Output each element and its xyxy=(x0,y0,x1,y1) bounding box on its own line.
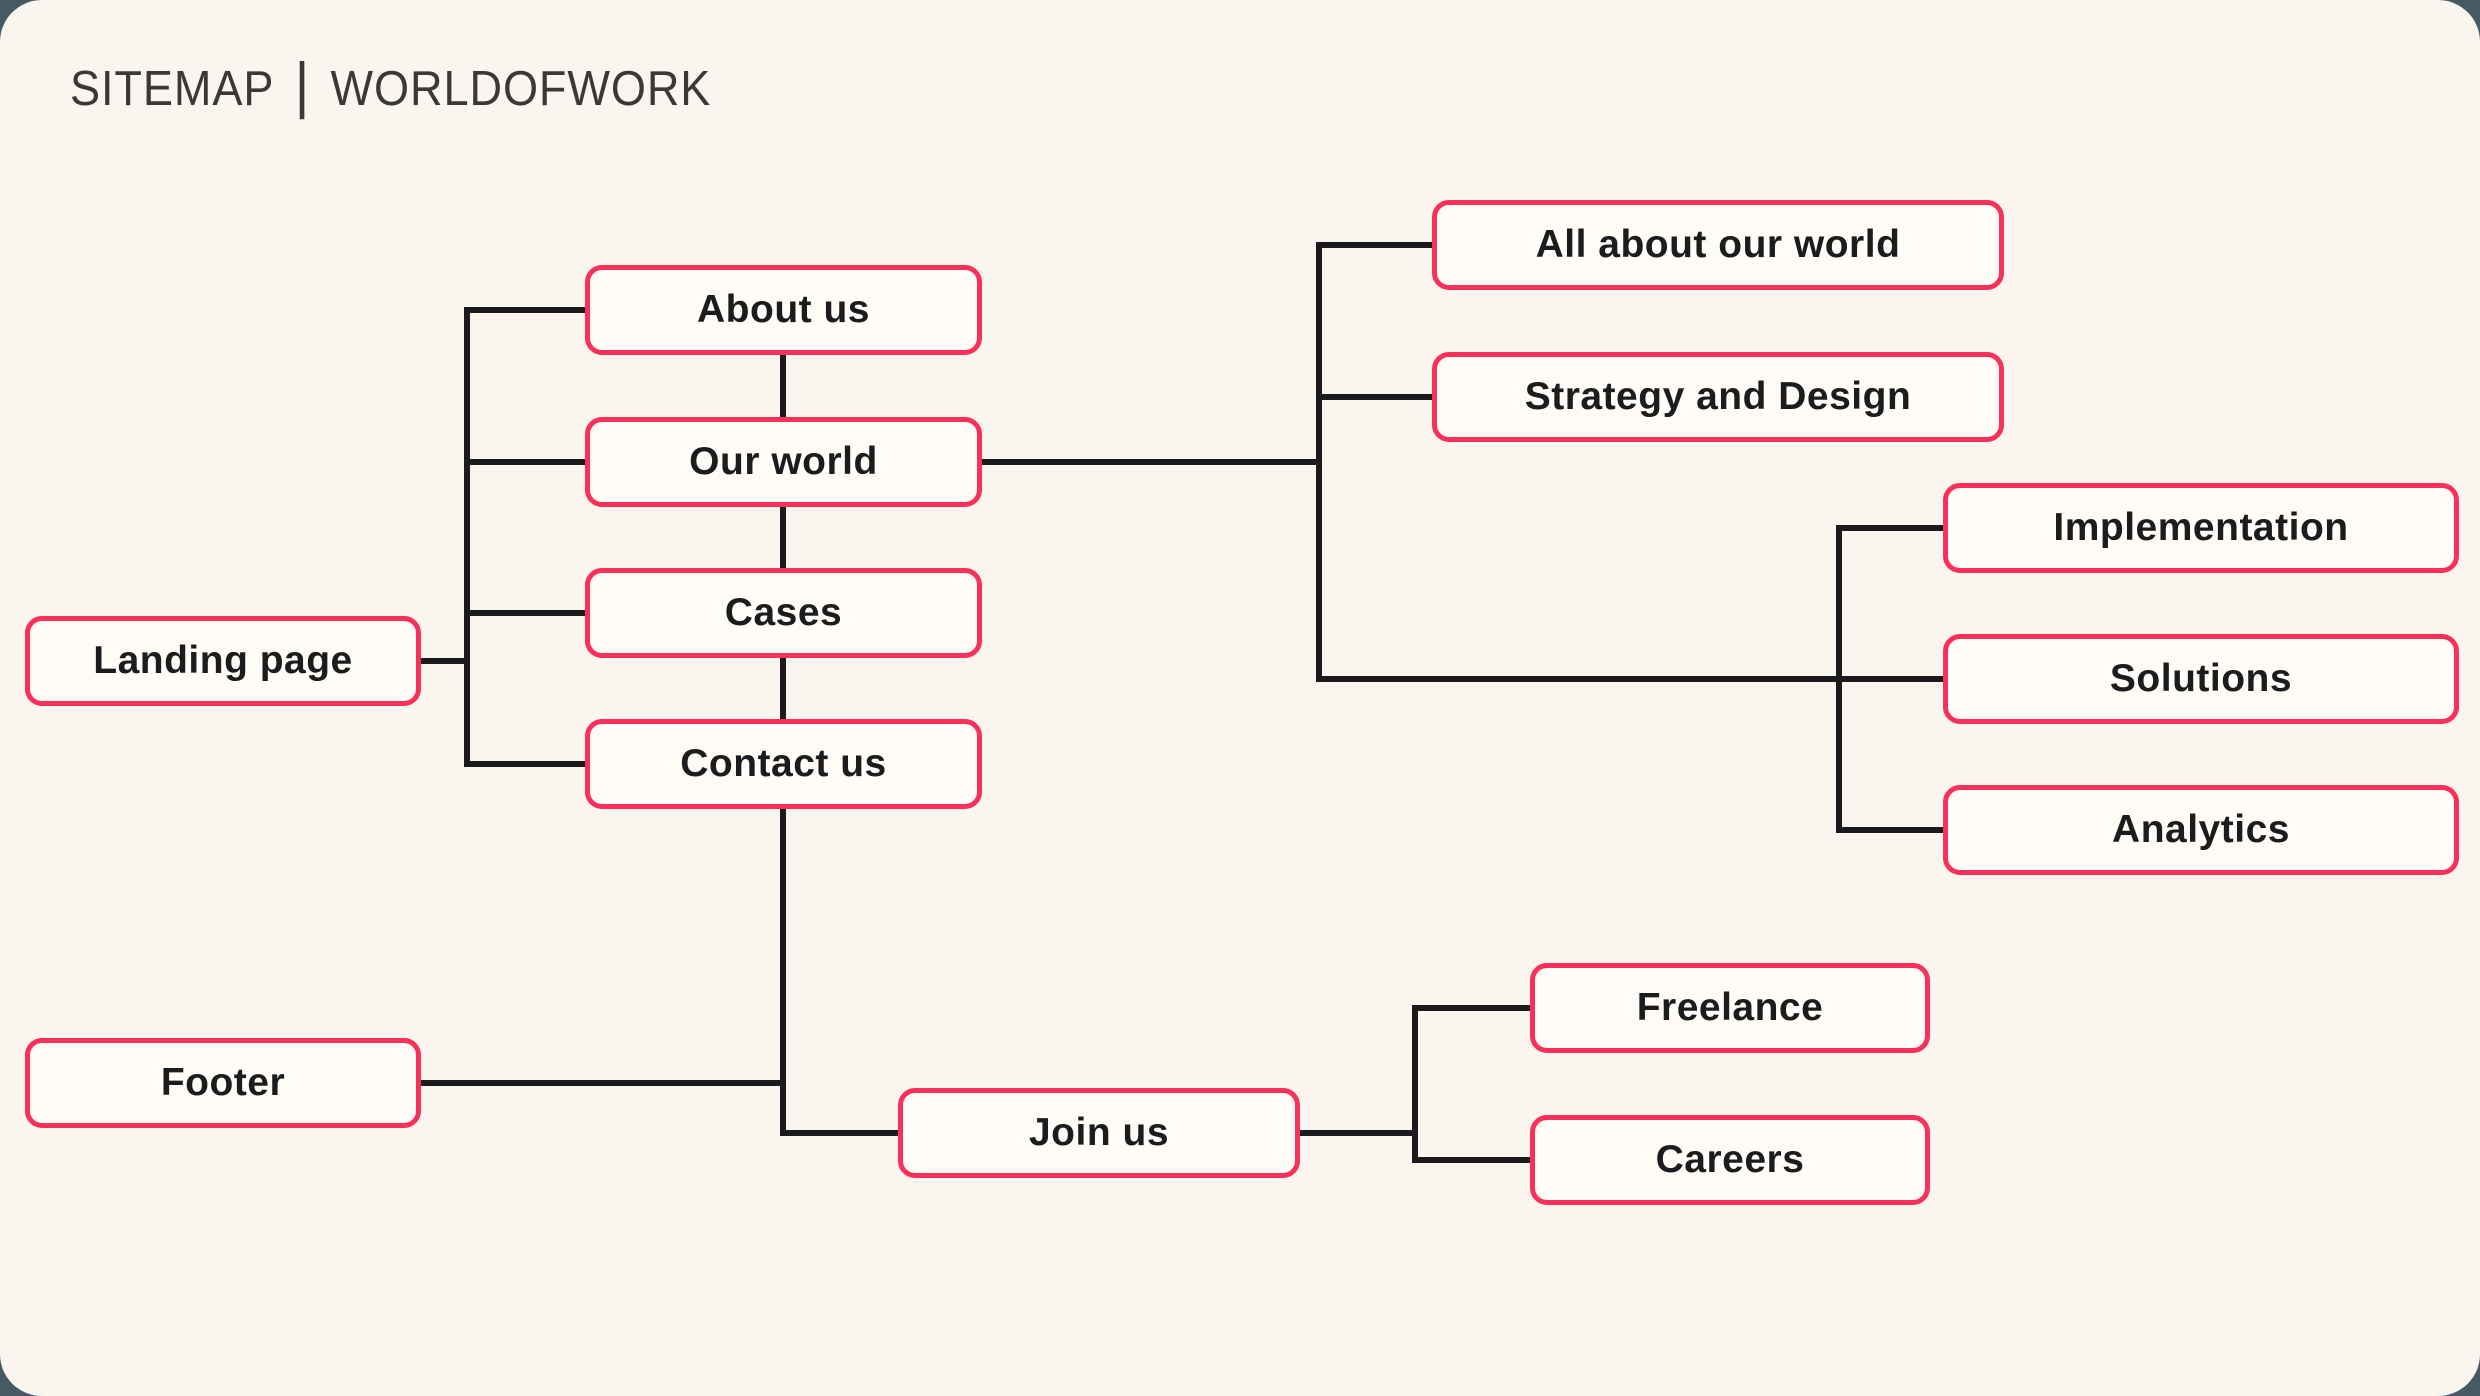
title-brand: WORLDOFWORK xyxy=(330,62,712,116)
node-label: Landing page xyxy=(93,639,353,682)
node-label: About us xyxy=(697,288,870,331)
node-analytics[interactable]: Analytics xyxy=(1943,785,2459,875)
node-label: Implementation xyxy=(2053,506,2349,549)
node-join-us[interactable]: Join us xyxy=(898,1088,1300,1178)
node-label: Freelance xyxy=(1636,986,1824,1029)
node-careers[interactable]: Careers xyxy=(1530,1115,1930,1205)
node-label: Careers xyxy=(1655,1138,1805,1181)
node-label: Join us xyxy=(1028,1111,1170,1154)
node-footer[interactable]: Footer xyxy=(25,1038,421,1128)
node-label: Solutions xyxy=(2109,657,2293,700)
node-label: All about our world xyxy=(1535,223,1901,266)
node-all-about-our-world[interactable]: All about our world xyxy=(1432,200,2004,290)
node-about-us[interactable]: About us xyxy=(585,265,982,355)
node-label: Strategy and Design xyxy=(1524,375,1912,418)
node-label: Our world xyxy=(689,440,878,483)
node-solutions[interactable]: Solutions xyxy=(1943,634,2459,724)
node-implementation[interactable]: Implementation xyxy=(1943,483,2459,573)
node-label: Analytics xyxy=(2112,808,2290,851)
edge-contact-down-to-join-us xyxy=(780,806,901,1136)
node-contact-us[interactable]: Contact us xyxy=(585,719,982,809)
page-title: SITEMAP | WORLDOFWORK xyxy=(70,51,712,120)
node-label: Cases xyxy=(724,591,843,634)
node-landing-page[interactable]: Landing page xyxy=(25,616,421,706)
title-separator: | xyxy=(294,51,311,120)
node-label: Contact us xyxy=(680,742,887,785)
node-freelance[interactable]: Freelance xyxy=(1530,963,1930,1053)
title-prefix: SITEMAP xyxy=(70,62,275,116)
node-strategy-and-design[interactable]: Strategy and Design xyxy=(1432,352,2004,442)
node-cases[interactable]: Cases xyxy=(585,568,982,658)
node-our-world[interactable]: Our world xyxy=(585,417,982,507)
node-label: Footer xyxy=(160,1061,286,1104)
